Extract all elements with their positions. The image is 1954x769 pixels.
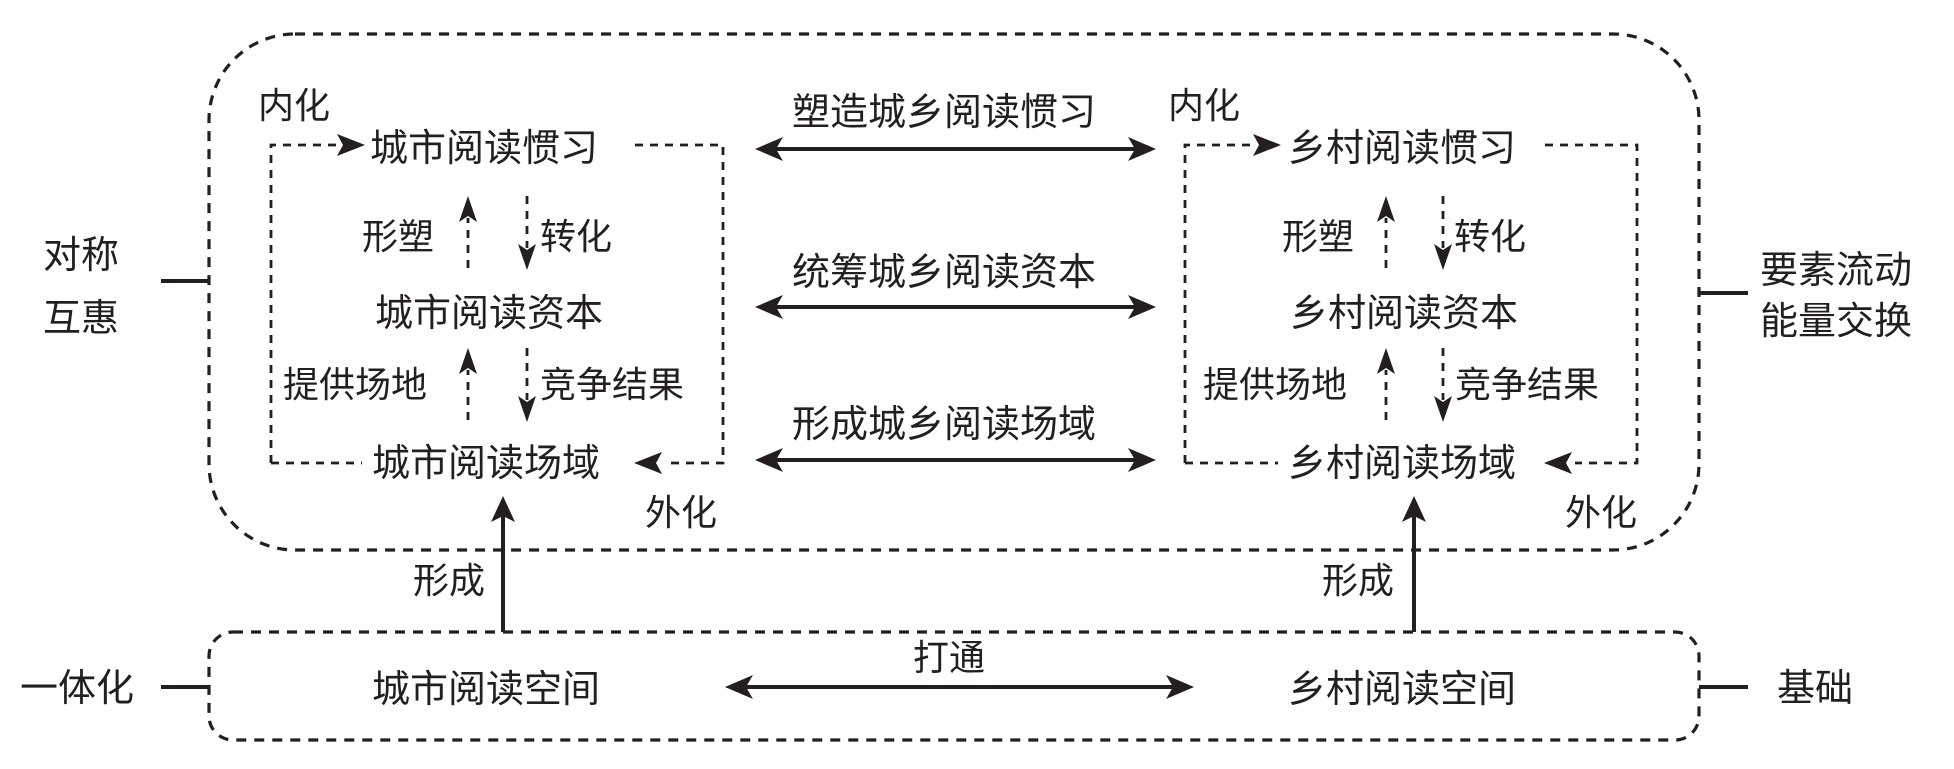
urban-form-label: 形成: [413, 561, 485, 602]
field-link-left-head: [755, 448, 783, 472]
habitus-link-right-head: [1128, 137, 1156, 161]
rural-shape-label: 形塑: [1282, 217, 1354, 258]
rural-competition-label: 竞争结果: [1455, 365, 1599, 406]
foundation-label: 基础: [1777, 666, 1853, 710]
rural-internalize-arrowhead: [1253, 134, 1281, 156]
rural-field-node: 乡村阅读场域: [1288, 441, 1516, 485]
urban-shape-arrowhead: [459, 196, 477, 222]
urban-space-node: 城市阅读空间: [372, 667, 600, 711]
field-link-right-head: [1128, 448, 1156, 472]
connect-right-head: [1166, 675, 1194, 699]
rural-venue-arrowhead: [1377, 348, 1395, 374]
rural-transform-label: 转化: [1454, 217, 1526, 258]
urban-shape-label: 形塑: [362, 217, 434, 258]
factor-flow-label: 要素流动: [1760, 248, 1912, 292]
symmetric-label: 对称: [43, 233, 119, 277]
integration-label: 一体化: [20, 666, 134, 710]
rural-externalize-label: 外化: [1565, 493, 1637, 534]
rural-space-node: 乡村阅读空间: [1288, 667, 1516, 711]
rural-capital-node: 乡村阅读资本: [1290, 291, 1518, 335]
rural-transform-arrowhead: [1434, 244, 1452, 270]
connect-label: 打通: [913, 638, 985, 679]
habitus-link-left-head: [755, 137, 783, 161]
capital-link-label: 统筹城乡阅读资本: [792, 250, 1096, 294]
urban-form-arrowhead: [491, 496, 515, 522]
urban-rural-links: 塑造城乡阅读惯习 统筹城乡阅读资本 形成城乡阅读场域: [755, 90, 1156, 472]
habitus-link-label: 塑造城乡阅读惯习: [792, 90, 1096, 134]
urban-venue-arrowhead: [459, 348, 477, 374]
capital-link-left-head: [755, 295, 783, 319]
capital-link-right-head: [1128, 295, 1156, 319]
energy-exchange-label: 能量交换: [1760, 299, 1912, 343]
urban-provide-venue-label: 提供场地: [283, 365, 427, 406]
urban-competition-arrowhead: [518, 396, 536, 422]
urban-internalize-label: 内化: [258, 86, 330, 127]
urban-loop-left: [269, 143, 340, 463]
urban-transform-label: 转化: [540, 217, 612, 258]
urban-transform-arrowhead: [518, 244, 536, 270]
rural-shape-arrowhead: [1377, 196, 1395, 222]
field-link-label: 形成城乡阅读场域: [792, 402, 1096, 446]
connect-left-head: [725, 675, 753, 699]
urban-externalize-label: 外化: [645, 493, 717, 534]
rural-competition-arrowhead: [1434, 396, 1452, 422]
rural-form-arrowhead: [1402, 496, 1426, 522]
rural-externalize-arrowhead: [1544, 452, 1572, 474]
rural-form-label: 形成: [1322, 561, 1394, 602]
urban-competition-label: 竞争结果: [540, 365, 684, 406]
rural-loop-top-right: [1545, 143, 1639, 465]
rural-loop-left: [1183, 143, 1256, 463]
urban-field-node: 城市阅读场域: [372, 441, 600, 485]
reciprocal-label: 互惠: [43, 296, 119, 340]
urban-habitus-node: 城市阅读惯习: [370, 126, 598, 170]
rural-habitus-node: 乡村阅读惯习: [1288, 126, 1516, 170]
rural-provide-venue-label: 提供场地: [1203, 365, 1347, 406]
urban-capital-node: 城市阅读资本: [375, 291, 603, 335]
urban-internalize-arrowhead: [337, 134, 365, 156]
urban-loop-top-right: [635, 143, 725, 465]
rural-internalize-label: 内化: [1168, 86, 1240, 127]
urban-externalize-arrowhead: [634, 452, 662, 474]
urban-cycle: 内化 城市阅读惯习 城市阅读资本 城市阅读场域 外化 形塑 转化 提供场地 竞争…: [258, 86, 725, 534]
rural-cycle: 内化 乡村阅读惯习 乡村阅读资本 乡村阅读场域 外化 形塑 转化 提供场地 竞争…: [1168, 86, 1639, 534]
